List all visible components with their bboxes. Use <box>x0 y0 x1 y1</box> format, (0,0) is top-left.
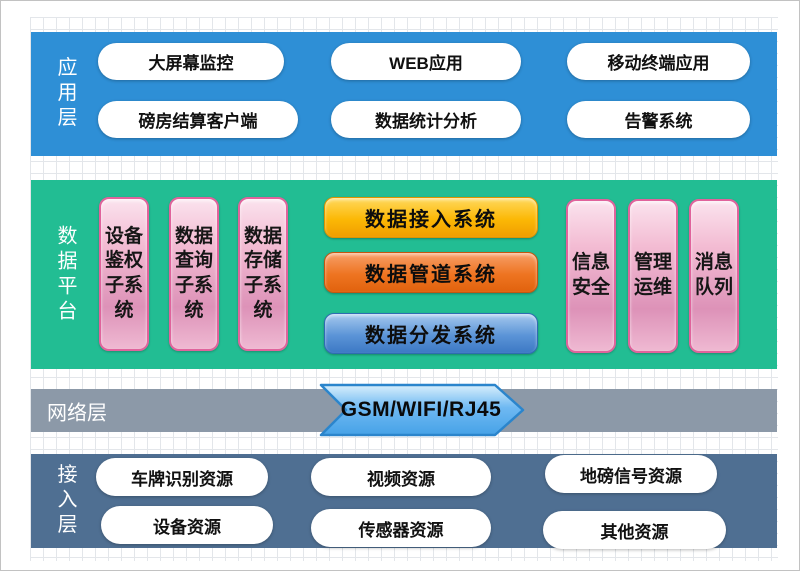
node-device-resource: 设备资源 <box>101 506 273 544</box>
node-weighbridge-signal-resource: 地磅信号资源 <box>545 455 717 493</box>
layer-data-platform-label: 数据平台 <box>54 224 76 325</box>
layer-network: 网络层 GSM/WIFI/RJ45 <box>31 383 777 437</box>
node-ops-management: 管理运维 <box>628 199 678 353</box>
network-chevron-label: GSM/WIFI/RJ45 <box>340 398 502 421</box>
chevron-arrow-shape <box>319 383 525 437</box>
node-other-resource: 其他资源 <box>543 511 726 549</box>
node-video-resource: 视频资源 <box>311 458 491 496</box>
layer-application: 应用层 大屏幕监控 WEB应用 移动终端应用 磅房结算客户端 数据统计分析 告警… <box>31 32 777 156</box>
node-data-ingest-system: 数据接入系统 <box>324 197 538 238</box>
node-sensor-resource: 传感器资源 <box>311 509 491 547</box>
layer-data-platform: 数据平台 设备鉴权子系统 数据查询子系统 数据存储子系统 数据接入系统 数据管道… <box>31 180 777 369</box>
node-data-statistics: 数据统计分析 <box>331 101 521 138</box>
layer-access: 接入层 车牌识别资源 视频资源 地磅信号资源 设备资源 传感器资源 其他资源 <box>31 454 777 549</box>
node-mobile-terminal-app: 移动终端应用 <box>567 43 750 80</box>
network-chevron: GSM/WIFI/RJ45 <box>319 383 525 437</box>
node-data-query-subsystem: 数据查询子系统 <box>169 197 219 351</box>
node-data-pipeline-system: 数据管道系统 <box>324 252 538 293</box>
layer-network-label: 网络层 <box>47 402 107 424</box>
layer-application-label: 应用层 <box>54 56 76 132</box>
node-plate-recognition-resource: 车牌识别资源 <box>96 458 268 496</box>
node-weighhouse-client: 磅房结算客户端 <box>98 101 298 138</box>
node-big-screen-monitor: 大屏幕监控 <box>98 43 284 80</box>
node-web-application: WEB应用 <box>331 43 521 80</box>
node-alarm-system: 告警系统 <box>567 101 750 138</box>
layer-access-label: 接入层 <box>54 463 76 539</box>
node-info-security: 信息安全 <box>566 199 616 353</box>
node-device-auth-subsystem: 设备鉴权子系统 <box>99 197 149 351</box>
node-data-distribute-system: 数据分发系统 <box>324 313 538 354</box>
node-data-storage-subsystem: 数据存储子系统 <box>238 197 288 351</box>
node-message-queue: 消息队列 <box>689 199 739 353</box>
